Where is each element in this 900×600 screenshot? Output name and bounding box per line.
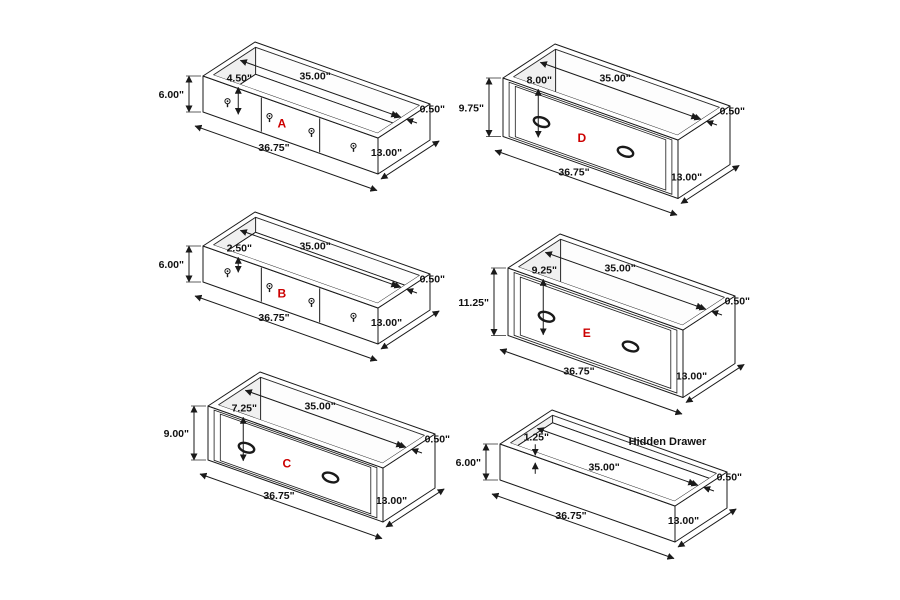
dim-height-label: 6.00" (159, 259, 184, 271)
dim-side-depth-label: 13.00" (376, 495, 407, 507)
dim-inner-width-label: 35.00" (299, 240, 330, 252)
dim-height-label: 6.00" (159, 89, 184, 101)
dim-thickness-label: 0.50" (717, 471, 742, 483)
dim-outer-width-label: 36.75" (258, 312, 289, 324)
drawer-figure-a: 6.00" 4.50" 35.00" 0.50" 13.00" 36.75" A (143, 30, 463, 245)
dim-outer-width-label: 36.75" (558, 167, 589, 179)
drawer-letter-label: C (282, 457, 291, 471)
dim-side-depth-label: 13.00" (671, 172, 702, 184)
dim-inner-depth-label: 1.25" (524, 431, 549, 443)
dim-inner-width-arrow (239, 229, 399, 288)
dim-outer-width-label: 36.75" (258, 142, 289, 154)
dim-inner-width-arrow (544, 251, 704, 310)
dimensions: 6.00" 4.50" 35.00" 0.50" 13.00" 36.75" (159, 59, 445, 192)
drawer-figure-d: 9.75" 8.00" 35.00" 0.50" 13.00" 36.75" D (443, 32, 763, 247)
dim-outer-width-arrow (491, 492, 675, 560)
dim-outer-width-arrow (194, 294, 378, 362)
dim-inner-depth-label: 8.00" (527, 74, 552, 86)
dim-outer-width-arrow (499, 348, 683, 416)
dim-inner-width-arrow (536, 427, 696, 486)
dim-side-depth-label: 13.00" (668, 515, 699, 527)
dimensions: 9.75" 8.00" 35.00" 0.50" 13.00" 36.75" (459, 61, 745, 217)
dimensions: 6.00" 1.25" 35.00" 0.50" 13.00" 36.75" (456, 427, 742, 560)
dim-thickness-label: 0.50" (420, 273, 445, 285)
dim-height-label: 9.00" (164, 428, 189, 440)
dim-side-depth-arrow (680, 165, 740, 204)
dim-inner-depth-label: 4.50" (227, 72, 252, 84)
drawer-figure-e: 11.25" 9.25" 35.00" 0.50" 13.00" 36.75" E (448, 222, 768, 437)
dim-outer-width-arrow (199, 472, 383, 540)
dimensions: 9.00" 7.25" 35.00" 0.50" 13.00" 36.75" (164, 389, 450, 540)
dim-side-depth-label: 13.00" (371, 147, 402, 159)
drawer-letter-label: A (277, 117, 286, 131)
dim-side-depth-arrow (380, 310, 440, 350)
drawer-figure-c: 9.00" 7.25" 35.00" 0.50" 13.00" 36.75" C (148, 360, 468, 575)
dim-side-depth-arrow (380, 140, 440, 180)
drawer-letter-label: D (577, 131, 586, 145)
dim-inner-width-label: 35.00" (599, 72, 630, 84)
dimensions: 11.25" 9.25" 35.00" 0.50" 13.00" 36.75" (458, 251, 750, 416)
dim-thickness-label: 0.50" (720, 105, 745, 117)
drawer-drawing-a: 6.00" 4.50" 35.00" 0.50" 13.00" 36.75" A (159, 41, 445, 192)
dimensions: 6.00" 2.50" 35.00" 0.50" 13.00" 36.75" (159, 229, 445, 362)
dim-height-label: 9.75" (459, 102, 484, 114)
dim-side-depth-arrow (677, 508, 737, 548)
dim-outer-width-arrow (194, 124, 378, 192)
dim-inner-width-label: 35.00" (304, 400, 335, 412)
drawer-drawing-b: 6.00" 2.50" 35.00" 0.50" 13.00" 36.75" B (159, 211, 445, 362)
dim-side-depth-label: 13.00" (371, 317, 402, 329)
drawer-letter-label: B (277, 287, 286, 301)
dim-inner-depth-label: 7.25" (232, 402, 257, 414)
dim-thickness-label: 0.50" (420, 103, 445, 115)
dim-inner-width-arrow (244, 389, 404, 448)
drawer-name-label: Hidden Drawer (629, 436, 707, 448)
dim-inner-width-arrow (239, 59, 399, 118)
dim-outer-width-label: 36.75" (263, 490, 294, 502)
dim-thickness-label: 0.50" (425, 433, 450, 445)
dim-height-label: 11.25" (458, 297, 489, 309)
drawer-figure-b: 6.00" 2.50" 35.00" 0.50" 13.00" 36.75" B (143, 200, 463, 415)
dim-side-depth-arrow (685, 364, 745, 403)
drawer-drawing-d: 9.75" 8.00" 35.00" 0.50" 13.00" 36.75" D (459, 43, 745, 217)
dim-inner-depth-label: 9.25" (532, 264, 557, 276)
dim-side-depth-label: 13.00" (676, 371, 707, 383)
drawer-drawing-c: 9.00" 7.25" 35.00" 0.50" 13.00" 36.75" C (164, 371, 450, 540)
dim-outer-width-label: 36.75" (563, 366, 594, 378)
dim-inner-width-label: 35.00" (604, 262, 635, 274)
dim-side-depth-arrow (385, 488, 445, 528)
dim-inner-depth-label: 2.50" (227, 242, 252, 254)
dim-inner-width-label: 35.00" (299, 70, 330, 82)
dim-thickness-label: 0.50" (725, 295, 750, 307)
drawer-letter-label: E (583, 326, 591, 340)
drawer-figure-hidden: 6.00" 1.25" 35.00" 0.50" 13.00" 36.75" Hidden … (440, 398, 760, 600)
dim-outer-width-label: 36.75" (555, 510, 586, 522)
dim-inner-width-arrow (539, 61, 699, 120)
drawer-drawing-e: 11.25" 9.25" 35.00" 0.50" 13.00" 36.75" E (458, 233, 750, 416)
drawer-drawing-hidden: 6.00" 1.25" 35.00" 0.50" 13.00" 36.75" Hidden … (456, 409, 742, 560)
dim-height-label: 6.00" (456, 457, 481, 469)
dim-inner-width-label: 35.00" (588, 461, 619, 473)
dim-outer-width-arrow (494, 149, 678, 217)
